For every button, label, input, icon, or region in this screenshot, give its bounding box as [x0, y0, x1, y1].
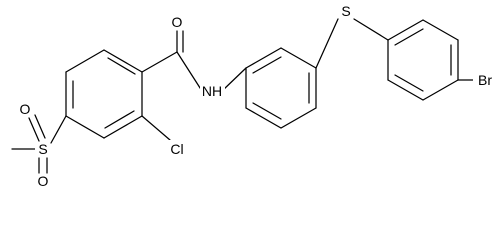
sulfonyl-oxygen-bottom: O — [35, 173, 51, 189]
ring-a-bond-4 — [65, 115, 105, 139]
thioether-right-bond — [353, 18, 389, 41]
ring-a-inner-double-1 — [107, 57, 136, 75]
sulfonyl-bond — [50, 115, 67, 144]
sulfonyl-sulfur-label: S — [38, 141, 47, 157]
ring-a-inner-double-2 — [104, 110, 135, 129]
ring-a-bond-1 — [103, 49, 143, 73]
chlorine-label: Cl — [170, 141, 183, 157]
thioether-sulfur-label: S — [341, 3, 350, 19]
sulfonyl-oxygen-bottom-label: O — [38, 173, 49, 189]
molecule-structure: O NH S Br Cl S O O — [11, 3, 498, 189]
carbonyl-oxygen-label: O — [172, 14, 183, 30]
ring-c-inner-double-1 — [394, 28, 424, 46]
bromine: Br — [473, 71, 498, 89]
ring-c-inner-double-3 — [394, 74, 424, 92]
ring-b-inner-double-3 — [252, 102, 282, 120]
amide-c-n-bond — [176, 51, 203, 92]
atom-label-layer: O NH S Br Cl S O O — [17, 3, 498, 189]
bromine-label: Br — [478, 72, 492, 88]
ring-a-bond-6 — [65, 49, 105, 73]
amide-nitrogen: NH — [200, 82, 225, 100]
ring-c-bond-5 — [387, 79, 424, 101]
ring-c-bond-4 — [422, 79, 459, 101]
aniline-n-bond — [221, 67, 247, 92]
amide-nitrogen-label: NH — [202, 83, 222, 99]
ring-a-bond-3 — [103, 115, 143, 139]
sulfonyl-o-top-bond-2 — [34, 114, 46, 139]
thioether-left-bond — [315, 18, 339, 69]
ring-b-bond-4 — [280, 107, 317, 129]
chloro-bond — [141, 115, 171, 141]
carbonyl-carbon-bond — [141, 51, 178, 73]
ring-c-bond-1 — [387, 19, 424, 41]
sulfonyl-o-top-bond-1 — [28, 117, 40, 142]
ring-b-bond-2 — [280, 47, 317, 69]
sulfonyl-oxygen-top-label: O — [20, 101, 31, 117]
carbonyl-oxygen: O — [169, 14, 185, 30]
ring-b-bond-5 — [245, 107, 282, 129]
ring-b-bond-1 — [245, 47, 282, 69]
chlorine: Cl — [165, 140, 189, 158]
bond-layer — [11, 18, 474, 174]
sulfonyl-sulfur: S — [35, 141, 51, 157]
ring-c-bond-2 — [422, 19, 459, 41]
sulfonyl-oxygen-top: O — [17, 101, 33, 117]
ring-b-inner-double-1 — [252, 56, 282, 74]
thioether-sulfur: S — [338, 3, 354, 19]
